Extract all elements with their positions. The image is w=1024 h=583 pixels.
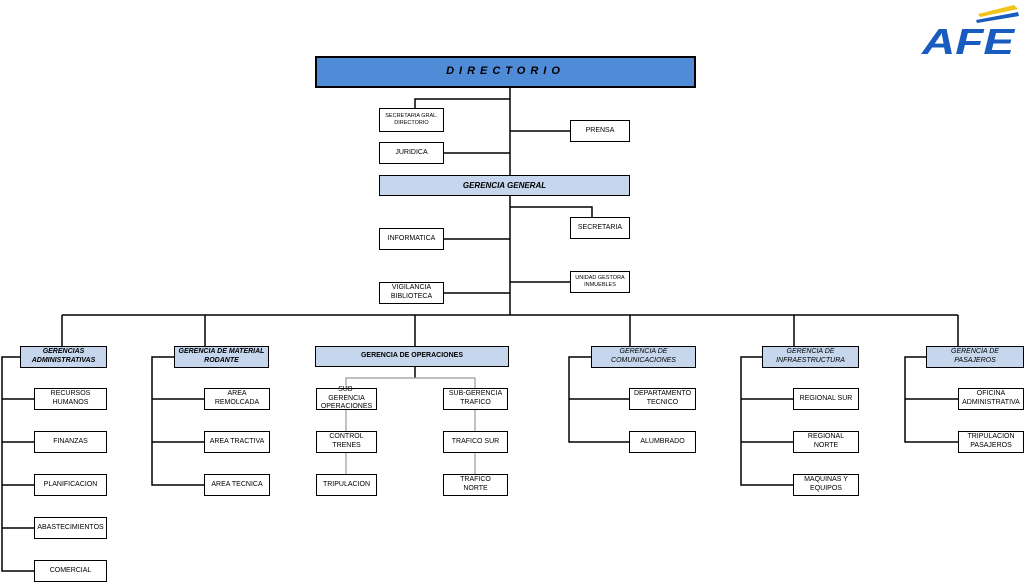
pasajeros-header: GERENCIA DE PASAJEROS [926,346,1024,368]
prensa-box: PRENSA [570,120,630,142]
recursos-humanos-box: RECURSOS HUMANOS [34,388,107,410]
secretaria-gral-box: SECRETARIA GRAL. DIRECTORIO [379,108,444,132]
unidad-gestora-box: UNIDAD GESTORA INMUEBLES [570,271,630,293]
planificacion-box: PLANIFICACION [34,474,107,496]
material-rodante-header: GERENCIA DE MATERIAL RODANTE [174,346,269,368]
gerencias-administrativas-header: GERENCIAS ADMINISTRATIVAS [20,346,107,368]
regional-sur-box: REGIONAL SUR [793,388,859,410]
trafico-norte-box: TRAFICO NORTE [443,474,508,496]
sub-gerencia-trafico-box: SUB-GERENCIA TRAFICO [443,388,508,410]
departamento-tecnico-box: DEPARTAMENTO TECNICO [629,388,696,410]
sub-gerencia-operaciones-box: SUB-GERENCIA OPERACIONES [316,386,377,410]
area-tractiva-box: AREA TRACTIVA [204,431,270,453]
comercial-box: COMERCIAL [34,560,107,582]
oficina-administrativa-box: OFICINA ADMINISTRATIVA [958,388,1024,410]
maquinas-equipos-box: MAQUINAS Y EQUIPOS [793,474,859,496]
area-tecnica-box: AREA TECNICA [204,474,270,496]
tripulacion-box: TRIPULACION [316,474,377,496]
finanzas-box: FINANZAS [34,431,107,453]
secretaria-box: SECRETARIA [570,217,630,239]
area-remolcada-box: AREA REMOLCADA [204,388,270,410]
tripulacion-pasajeros-box: TRIPULACION PASAJEROS [958,431,1024,453]
regional-norte-box: REGIONAL NORTE [793,431,859,453]
gerencia-general-box: GERENCIA GENERAL [379,175,630,196]
alumbrado-box: ALUMBRADO [629,431,696,453]
operaciones-header: GERENCIA DE OPERACIONES [315,346,509,367]
trafico-sur-box: TRAFICO SUR [443,431,508,453]
directorio-box: DIRECTORIO [315,56,696,88]
comunicaciones-header: GERENCIA DE COMUNICACIONES [591,346,696,368]
abastecimientos-box: ABASTECIMIENTOS [34,517,107,539]
juridica-box: JURIDICA [379,142,444,164]
afe-logo: AFE [921,5,1019,58]
logo-text: AFE [921,21,1016,58]
infraestructura-header: GERENCIA DE INFRAESTRUCTURA [762,346,859,368]
informatica-box: INFORMATICA [379,228,444,250]
vigilancia-box: VIGILANCIA BIBLIOTECA [379,282,444,304]
control-trenes-box: CONTROL TRENES [316,431,377,453]
